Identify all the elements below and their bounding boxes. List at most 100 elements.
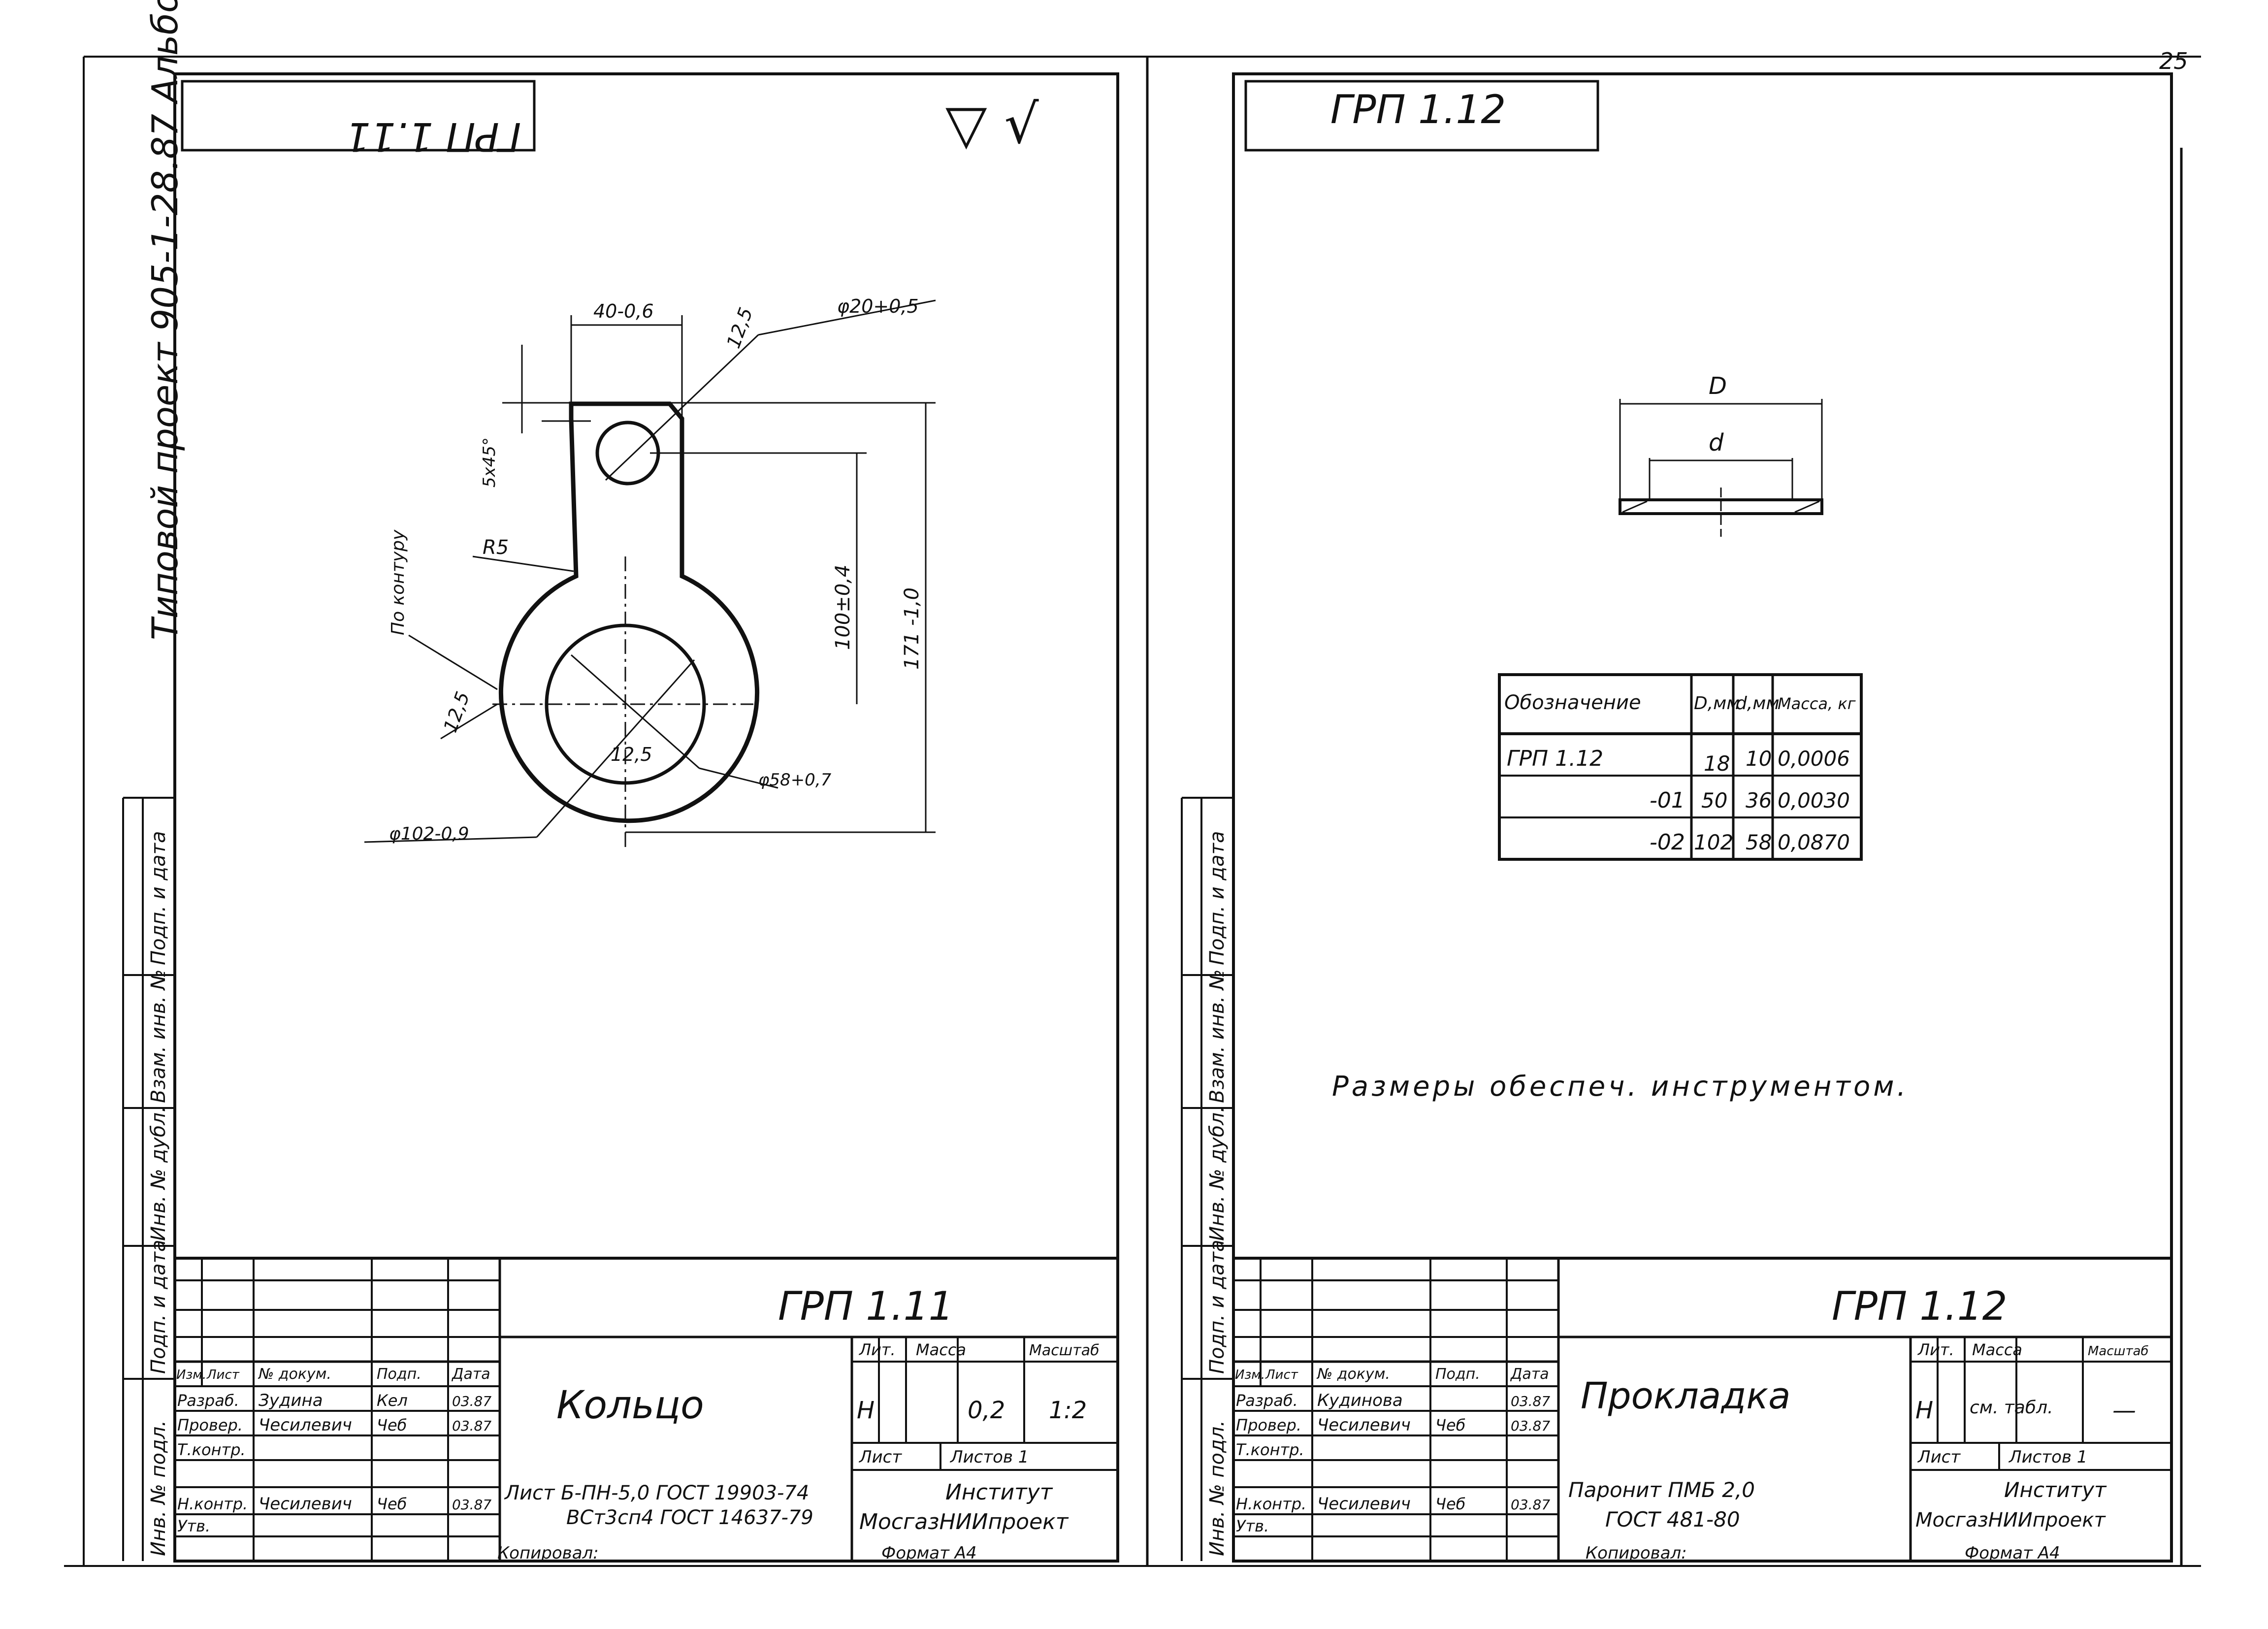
svg-text:ВСт3сп4 ГОСТ 14637-79: ВСт3сп4 ГОСТ 14637-79 xyxy=(566,1506,813,1529)
svg-text:1:2: 1:2 xyxy=(1049,1397,1087,1424)
tolerance-note: Размеры обеспеч. инструментом. xyxy=(1332,1071,1909,1103)
album-note: Типовой проект 905-1-28.87 Альбом 2 xyxy=(144,0,186,640)
left-title-texts: ГРП 1.11 Кольцо Изм. Лист № докум. Подп.… xyxy=(176,1283,1100,1563)
svg-text:Кудинова: Кудинова xyxy=(1317,1391,1403,1410)
svg-text:58: 58 xyxy=(1746,830,1772,854)
finish-marks: ▽ √ xyxy=(945,93,1039,156)
left-stamp-box xyxy=(181,80,536,152)
svg-text:Лист: Лист xyxy=(858,1447,902,1467)
svg-text:Подп. и дата: Подп. и дата xyxy=(147,831,170,965)
svg-text:ГРП 1.12: ГРП 1.12 xyxy=(1832,1283,2008,1329)
svg-text:φ20+0,5: φ20+0,5 xyxy=(837,295,919,317)
svg-text:ГРП 1.11: ГРП 1.11 xyxy=(778,1283,954,1329)
right-side-strip xyxy=(1181,797,1233,1561)
svg-text:50: 50 xyxy=(1701,788,1727,813)
svg-text:Инв. № дубл.: Инв. № дубл. xyxy=(1206,1106,1229,1241)
svg-text:03.87: 03.87 xyxy=(1511,1497,1550,1513)
svg-text:Обозначение: Обозначение xyxy=(1504,691,1641,714)
svg-text:Провер.: Провер. xyxy=(1236,1416,1301,1434)
svg-text:Н: Н xyxy=(1915,1397,1933,1424)
sizes-table-texts: Обозначение D,мм d,мм Масса, кг ГРП 1.12… xyxy=(1504,675,1856,859)
sizes-table xyxy=(1498,673,1863,861)
svg-text:Формат А4: Формат А4 xyxy=(881,1543,977,1563)
svg-text:Паронит ПМБ 2,0: Паронит ПМБ 2,0 xyxy=(1568,1478,1755,1502)
svg-text:Утв.: Утв. xyxy=(1236,1517,1269,1535)
svg-text:Чеб: Чеб xyxy=(1435,1495,1465,1513)
svg-text:5x45°: 5x45° xyxy=(480,437,499,488)
svg-text:Подп. и дата: Подп. и дата xyxy=(147,1240,170,1374)
svg-text:Зудина: Зудина xyxy=(259,1391,323,1410)
svg-text:Лист: Лист xyxy=(1917,1447,1961,1467)
svg-text:—: — xyxy=(2112,1397,2136,1424)
svg-text:Дата: Дата xyxy=(451,1366,490,1383)
svg-text:Лист: Лист xyxy=(1265,1368,1298,1382)
svg-text:φ58+0,7: φ58+0,7 xyxy=(758,770,832,790)
svg-text:Институт: Институт xyxy=(945,1480,1053,1505)
svg-text:Чесилевич: Чесилевич xyxy=(1317,1494,1411,1514)
right-side-labels: Подп. и дата Взам. инв. № Инв. № дубл. П… xyxy=(1206,831,1229,1556)
svg-text:03.87: 03.87 xyxy=(452,1393,491,1409)
svg-text:Н.контр.: Н.контр. xyxy=(177,1495,248,1513)
svg-text:Лист: Лист xyxy=(206,1368,240,1382)
svg-text:Лит.: Лит. xyxy=(1917,1340,1954,1359)
svg-text:Изм.: Изм. xyxy=(1235,1368,1265,1382)
svg-text:R5: R5 xyxy=(483,536,509,559)
svg-text:03.87: 03.87 xyxy=(452,1497,491,1513)
svg-text:0,0006: 0,0006 xyxy=(1778,747,1850,771)
svg-text:-02: -02 xyxy=(1650,830,1685,855)
left-side-strip xyxy=(122,797,175,1561)
svg-text:Лит.: Лит. xyxy=(859,1340,896,1359)
page-number: 25 xyxy=(2159,48,2188,74)
svg-text:Масса: Масса xyxy=(1972,1340,2022,1359)
gasket-drawing xyxy=(1619,399,1823,537)
svg-text:d,мм: d,мм xyxy=(1736,693,1780,714)
svg-text:03.87: 03.87 xyxy=(1511,1393,1550,1409)
svg-text:10: 10 xyxy=(1746,747,1772,771)
svg-text:03.87: 03.87 xyxy=(1511,1418,1550,1434)
svg-text:Подп. и дата: Подп. и дата xyxy=(1206,1240,1229,1374)
svg-text:По контуру: По контуру xyxy=(388,529,408,635)
svg-text:Разраб.: Разраб. xyxy=(177,1391,239,1410)
svg-text:100±0,4: 100±0,4 xyxy=(832,565,854,650)
svg-text:40-0,6: 40-0,6 xyxy=(593,300,654,322)
svg-text:Н.контр.: Н.контр. xyxy=(1236,1495,1306,1513)
left-frame xyxy=(173,72,1119,1563)
svg-text:Масса: Масса xyxy=(916,1340,966,1359)
svg-text:Взам. инв. №: Взам. инв. № xyxy=(147,969,170,1103)
right-stamp: ГРП 1.12 xyxy=(1330,87,1506,132)
svg-text:Разраб.: Разраб. xyxy=(1236,1391,1298,1410)
svg-text:Дата: Дата xyxy=(1510,1366,1549,1383)
svg-text:0,0030: 0,0030 xyxy=(1778,788,1850,813)
svg-text:Масштаб: Масштаб xyxy=(1029,1342,1100,1359)
svg-text:Подп.: Подп. xyxy=(1435,1366,1480,1383)
svg-text:Чесилевич: Чесилевич xyxy=(259,1415,352,1435)
outer-frames xyxy=(64,56,2201,1567)
svg-text:№ докум.: № докум. xyxy=(1316,1366,1390,1383)
gasket-section xyxy=(1619,498,1823,515)
svg-text:Копировал:: Копировал: xyxy=(1586,1543,1687,1563)
small-hole xyxy=(595,421,660,486)
svg-text:Институт: Институт xyxy=(2004,1478,2107,1502)
svg-text:Листов 1: Листов 1 xyxy=(949,1447,1029,1467)
svg-text:Чеб: Чеб xyxy=(1435,1416,1465,1434)
svg-text:Формат А4: Формат А4 xyxy=(1965,1543,2060,1563)
svg-text:Подп. и дата: Подп. и дата xyxy=(1206,831,1229,965)
svg-text:Копировал:: Копировал: xyxy=(497,1543,599,1563)
svg-text:Масса, кг: Масса, кг xyxy=(1778,694,1856,713)
svg-text:171 -1,0: 171 -1,0 xyxy=(901,587,923,670)
ring-outline xyxy=(499,401,759,823)
svg-text:Н: Н xyxy=(857,1397,875,1424)
svg-text:Листов 1: Листов 1 xyxy=(2008,1447,2087,1467)
svg-text:0,2: 0,2 xyxy=(968,1397,1005,1424)
svg-text:36: 36 xyxy=(1746,788,1772,813)
svg-text:Масштаб: Масштаб xyxy=(2088,1344,2149,1359)
right-title-block xyxy=(1233,1257,2171,1561)
ring-drawing xyxy=(364,299,936,847)
svg-text:Прокладка: Прокладка xyxy=(1581,1375,1790,1417)
svg-text:Подп.: Подп. xyxy=(377,1366,421,1383)
svg-text:0,0870: 0,0870 xyxy=(1778,830,1850,854)
svg-text:№ докум.: № докум. xyxy=(258,1366,331,1383)
svg-text:МосгазНИИпроект: МосгазНИИпроект xyxy=(1915,1509,2106,1531)
svg-text:ГОСТ 481-80: ГОСТ 481-80 xyxy=(1605,1507,1740,1531)
svg-text:Провер.: Провер. xyxy=(177,1416,243,1434)
